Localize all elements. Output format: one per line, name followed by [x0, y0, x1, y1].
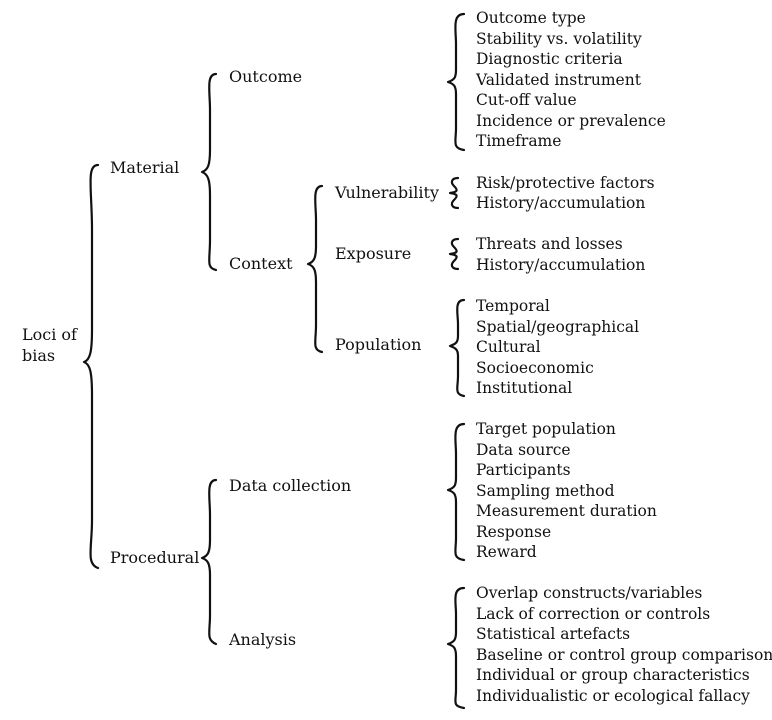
node-outcome: Outcome	[229, 67, 303, 86]
leaf-data-collection: Sampling method	[476, 481, 615, 500]
leaf-population: Cultural	[476, 338, 541, 356]
brace-root	[82, 163, 100, 570]
leaf-data-collection: Target population	[476, 420, 616, 438]
brace-context	[306, 184, 324, 354]
brace-vulnerability-leaves	[448, 176, 460, 210]
leaf-data-collection: Participants	[476, 461, 571, 479]
brace-procedural	[200, 478, 218, 646]
leaf-data-collection: Data source	[476, 440, 571, 459]
node-context: Context	[229, 254, 293, 273]
leaf-analysis: Lack of correction or controls	[476, 604, 711, 623]
node-population: Population	[335, 335, 422, 354]
brace-population-leaves	[448, 298, 466, 398]
leaf-data-collection: Reward	[476, 543, 537, 561]
leaf-analysis: Individual or group characteristics	[476, 666, 750, 684]
node-procedural: Procedural	[110, 548, 200, 567]
leaf-outcome: Timeframe	[476, 132, 562, 150]
node-data-collection: Data collection	[229, 476, 352, 495]
leaf-population: Socioeconomic	[476, 358, 594, 377]
node-exposure: Exposure	[335, 244, 412, 263]
leaf-analysis: Individualistic or ecological fallacy	[476, 686, 750, 705]
brace-analysis-leaves	[446, 586, 466, 710]
leaf-analysis: Overlap constructs/variables	[476, 584, 703, 602]
leaf-analysis: Baseline or control group comparison	[476, 645, 772, 664]
leaf-vulnerability: Risk/protective factors	[476, 174, 655, 192]
leaf-vulnerability: History/accumulation	[476, 194, 646, 212]
leaf-outcome: Outcome type	[476, 9, 586, 27]
leaf-data-collection: Response	[476, 522, 552, 541]
brace-material	[200, 72, 218, 272]
brace-data-collection-leaves	[446, 422, 466, 562]
brace-outcome-leaves	[446, 12, 466, 152]
leaf-population: Institutional	[476, 379, 573, 397]
leaf-outcome: Cut-off value	[476, 91, 577, 109]
leaf-outcome: Validated instrument	[476, 70, 641, 89]
root-label-line1: Loci of	[22, 325, 77, 344]
node-material: Material	[110, 158, 180, 177]
node-vulnerability: Vulnerability	[335, 183, 439, 202]
node-analysis: Analysis	[229, 630, 297, 649]
leaf-population: Temporal	[476, 297, 550, 315]
brace-exposure-leaves	[448, 237, 460, 271]
leaf-outcome: Incidence or prevalence	[476, 111, 666, 130]
leaf-exposure: Threats and losses	[476, 235, 623, 253]
root-label-line2: bias	[22, 346, 56, 365]
leaf-data-collection: Measurement duration	[476, 502, 657, 520]
leaf-exposure: History/accumulation	[476, 256, 646, 274]
leaf-population: Spatial/geographical	[476, 317, 640, 336]
leaf-outcome: Stability vs. volatility	[476, 29, 642, 48]
leaf-analysis: Statistical artefacts	[476, 625, 631, 643]
leaf-outcome: Diagnostic criteria	[476, 50, 623, 68]
